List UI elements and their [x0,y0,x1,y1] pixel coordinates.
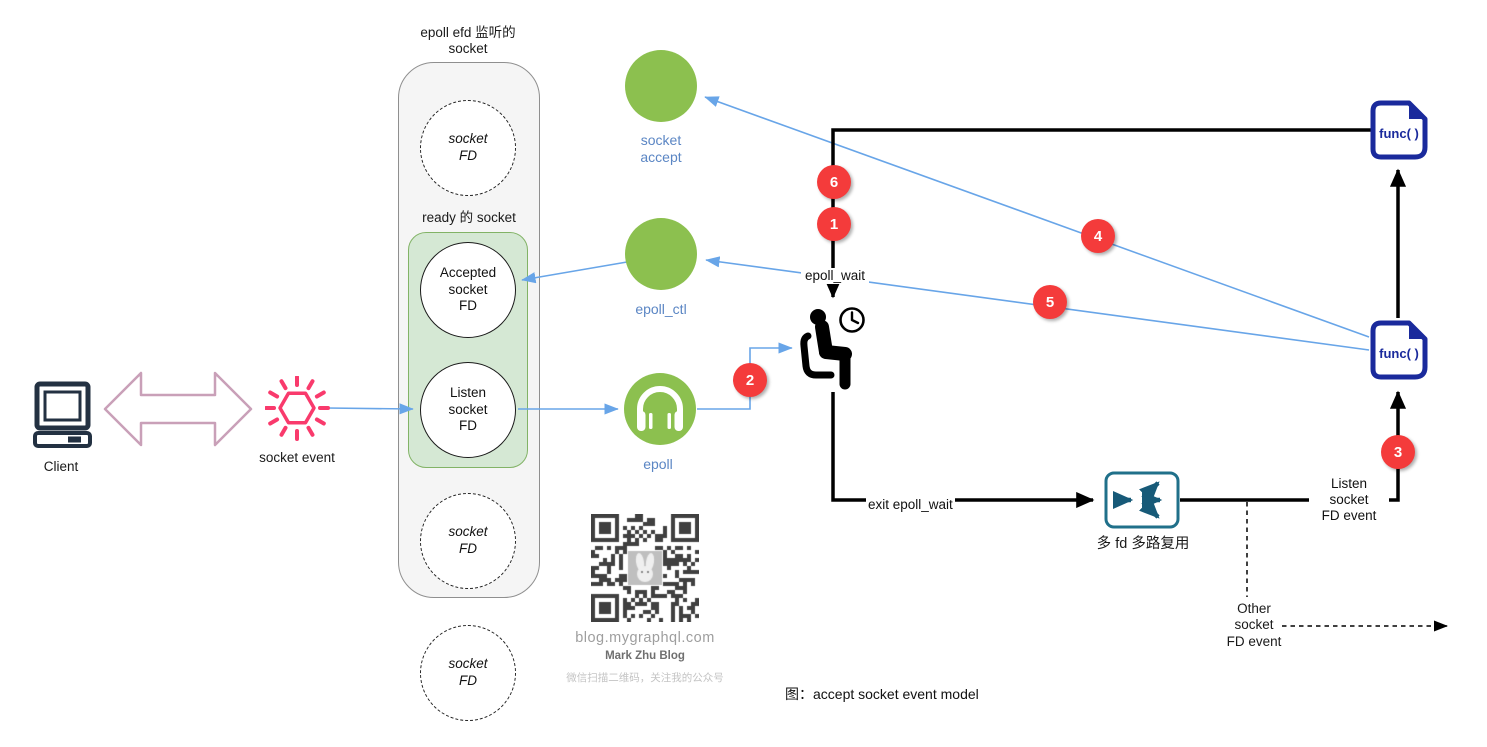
qr-site-label: blog.mygraphql.com [575,630,715,646]
document-icon [1370,320,1428,380]
headphones-icon [637,386,683,431]
other-fd-event-label: Other socket FD event [1226,601,1282,649]
ready-socket-label: ready 的 socket [422,210,516,225]
document-icon [1370,100,1428,160]
step-badge-5: 5 [1033,285,1067,319]
step-badge-3: 3 [1381,435,1415,469]
socket-fd-circle-bottom: socket FD [420,493,516,589]
func-bottom-label: func( ) [1379,346,1419,361]
flow-func-to-epollwait [824,128,1371,299]
accepted-socket-fd-circle: Accepted socket FD [420,242,516,338]
callback-func-bottom: func( ) [1369,319,1429,381]
step-badge-4: 4 [1081,219,1115,253]
clock-icon [839,307,865,333]
listen-socket-fd-circle: Listen socket FD [420,362,516,458]
qr-code [591,514,699,622]
multiplexer-icon [1104,471,1180,529]
epoll-wait-label: epoll_wait [801,268,869,285]
multiplexer-label: 多 fd 多路复用 [1096,536,1190,552]
figure-caption: 图：accept socket event model [785,686,979,702]
callback-func-top: func( ) [1369,99,1429,161]
epoll-label: epoll [643,456,673,472]
epoll-ctl-label: epoll_ctl [635,301,687,317]
computer-icon [33,381,92,448]
socket-event-label: socket event [259,450,335,465]
socket-accept-node [625,50,697,122]
func-top-label: func( ) [1379,126,1419,141]
listen-fd-event-label: Listen socket FD event [1309,476,1389,525]
client-label: Client [43,459,79,474]
step-badge-6: 6 [817,165,851,199]
exit-epoll-wait-label: exit epoll_wait [866,497,955,514]
socket-event-icon [265,376,330,441]
socket-accept-label: socket accept [640,132,682,165]
qr-note: 微信扫描二维码，关注我的公众号 [566,672,724,684]
epoll-node [624,373,696,445]
flow-exit-epollwait [831,392,1095,509]
epoll-container-title: epoll efd 监听的 socket [420,25,516,57]
step-badge-2: 2 [733,363,767,397]
socket-fd-circle-outside: socket FD [420,625,516,721]
epoll-ctl-node [625,218,697,290]
double-arrow-icon [103,371,253,447]
qr-blog-name: Mark Zhu Blog [605,650,685,662]
socket-fd-circle-top: socket FD [420,100,516,196]
step-badge-1: 1 [817,207,851,241]
